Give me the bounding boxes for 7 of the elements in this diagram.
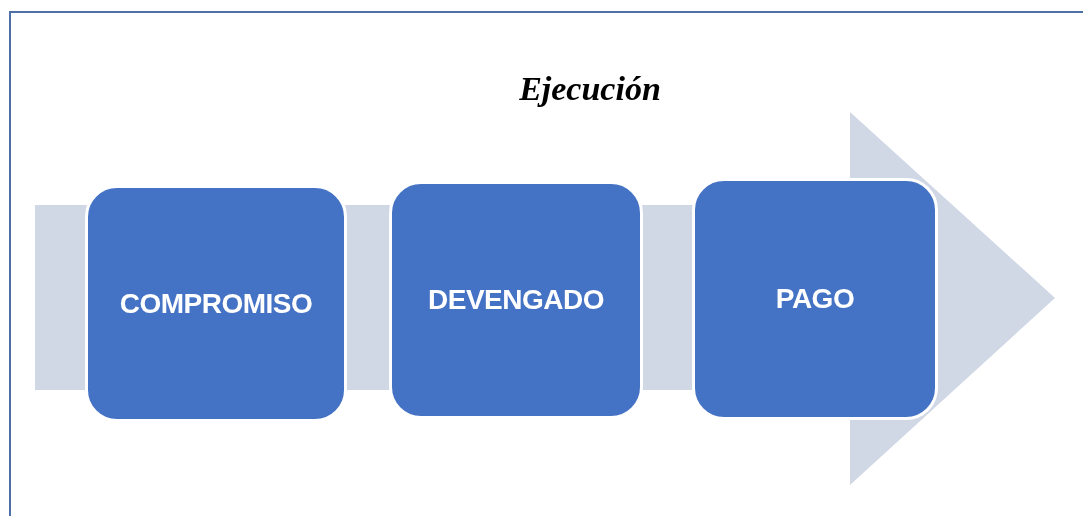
diagram-title: Ejecución bbox=[518, 70, 662, 108]
step-label: PAGO bbox=[775, 283, 855, 315]
step-label: DEVENGADO bbox=[428, 284, 604, 316]
step-label: COMPROMISO bbox=[119, 287, 313, 320]
process-box bbox=[85, 185, 347, 422]
process-box bbox=[389, 181, 643, 419]
process-box bbox=[692, 178, 938, 420]
